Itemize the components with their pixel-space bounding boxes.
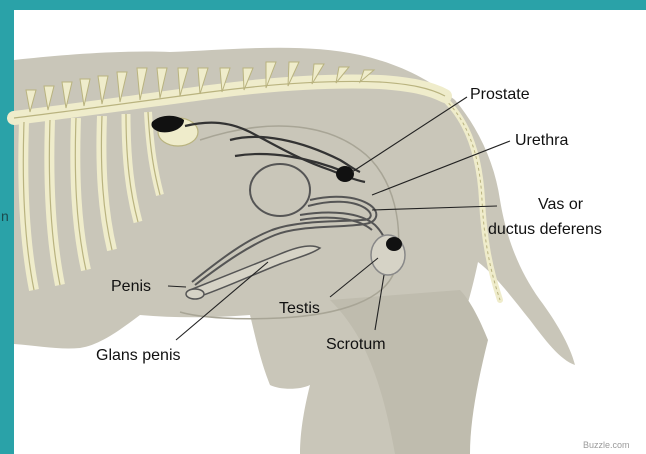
prostate-gland — [336, 166, 354, 182]
testis-dark — [386, 237, 402, 251]
label-penis: Penis — [111, 278, 151, 295]
label-vas-line1: Vas or — [538, 196, 584, 213]
label-scrotum: Scrotum — [326, 336, 386, 353]
label-glans-penis: Glans penis — [96, 347, 181, 364]
label-urethra: Urethra — [515, 132, 568, 149]
label-testis: Testis — [279, 300, 320, 317]
label-vas-line2: ductus deferens — [488, 221, 602, 238]
glans-penis — [186, 289, 204, 299]
credit-text: Buzzle.com — [583, 440, 630, 450]
bladder — [250, 164, 310, 216]
label-prostate: Prostate — [470, 86, 530, 103]
